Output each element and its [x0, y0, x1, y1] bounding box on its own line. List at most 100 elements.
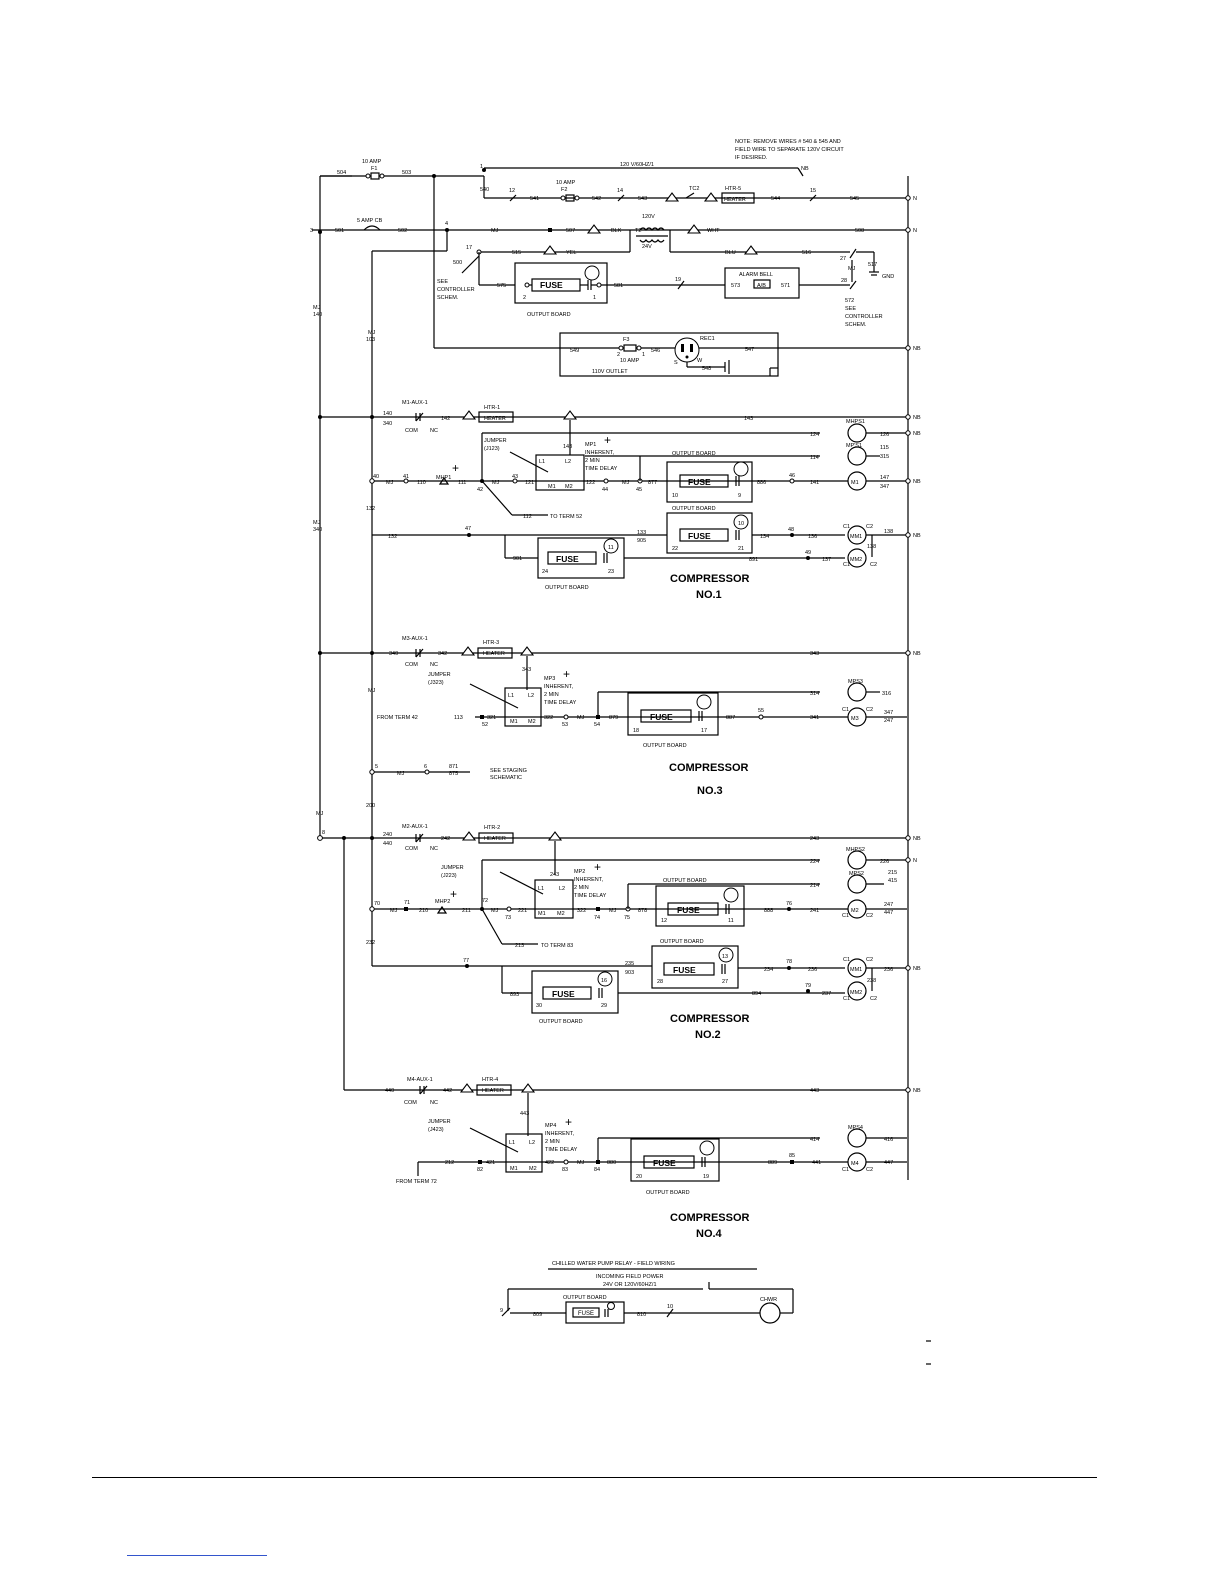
- output-board-label: OUTPUT BOARD: [563, 1295, 607, 1301]
- wire-label: 440: [383, 841, 392, 847]
- wire-label: 316: [882, 691, 891, 697]
- wire-label: 213: [515, 943, 524, 949]
- c2-label: C2: [866, 913, 873, 919]
- plus-sign: +: [450, 887, 457, 901]
- wire-label: 447: [884, 1160, 893, 1166]
- mhps1-label: MHPS1: [846, 419, 865, 425]
- mj-label: MJ: [397, 771, 405, 777]
- mp2-label: MP2: [574, 869, 585, 875]
- wire-label: 542: [592, 196, 601, 202]
- term-label: 23: [608, 569, 614, 575]
- output-board-label: OUTPUT BOARD: [527, 312, 571, 318]
- wire-label: 147: [880, 475, 889, 481]
- wire-label: 517: [868, 262, 877, 268]
- wire-label: 343: [810, 651, 819, 657]
- aux-contact-label: M4-AUX-1: [407, 1077, 433, 1083]
- output-board-c4: [630, 1138, 720, 1182]
- fuse-f2-rating: 10 AMP: [556, 180, 576, 186]
- see-controller-right: SCHEM.: [845, 322, 867, 328]
- mps4-label: MPS4: [848, 1125, 863, 1131]
- wire-label: 140: [383, 411, 392, 417]
- rail-label-mj3: MJ: [313, 520, 321, 526]
- yel-label: YEL: [566, 250, 576, 256]
- term-label: 2: [617, 352, 620, 358]
- outlet-box: [559, 332, 779, 377]
- wire-label: 235: [625, 961, 634, 967]
- wire-label: 447: [884, 910, 893, 916]
- wire-label: 573: [731, 283, 740, 289]
- rail-label-132: 132: [366, 506, 375, 512]
- l2-label: L2: [565, 459, 571, 465]
- two-min-label: 2 MIN: [545, 1139, 560, 1145]
- heater-label: HEATER: [484, 416, 506, 422]
- term-label: 72: [482, 898, 488, 904]
- tc2-label: TC2: [689, 186, 699, 192]
- mm1-coil-label: MM1: [850, 534, 862, 540]
- term-label: 83: [562, 1167, 568, 1173]
- wire-label: 124: [810, 432, 819, 438]
- fuse-label: FUSE: [673, 965, 696, 975]
- fuse-label: FUSE: [677, 905, 700, 915]
- wire-label: 443: [810, 1088, 819, 1094]
- wire-label: 416: [884, 1137, 893, 1143]
- jumper-id: (J423): [428, 1127, 444, 1133]
- fuse-label: FUSE: [653, 1158, 676, 1168]
- jumper-label: JUMPER: [484, 438, 507, 444]
- mj-label: MJ: [577, 715, 585, 721]
- wire-label: 236: [884, 967, 893, 973]
- fuse-f1-label: F1: [371, 166, 377, 172]
- fuse-f3-rating: 10 AMP: [620, 358, 640, 364]
- w-letter: W: [697, 358, 703, 364]
- m1-coil-label: M1: [851, 480, 859, 486]
- wire-label: 221: [518, 908, 527, 914]
- footer-link-underline[interactable]: [127, 1555, 267, 1556]
- rail-label-340: 340: [313, 527, 322, 533]
- two-min-label: 2 MIN: [544, 692, 559, 698]
- term-label: 10: [672, 493, 678, 499]
- chilled-water-pump-relay: CHILLED WATER PUMP RELAY - FIELD WIRING …: [500, 1261, 931, 1365]
- wire-label: 508: [855, 228, 864, 234]
- heater-htr1: [478, 411, 514, 423]
- term-label: 1: [593, 295, 596, 301]
- output-board-label: OUTPUT BOARD: [663, 878, 707, 884]
- wire-label: 211: [462, 908, 471, 914]
- c2-label: C2: [866, 524, 873, 530]
- term-label: 52: [482, 722, 488, 728]
- term-label: NB: [913, 479, 921, 485]
- wire-label: 214: [810, 883, 819, 889]
- term-label: 12: [509, 188, 515, 194]
- com-label: COM: [405, 428, 418, 434]
- wire-label: 137: [822, 557, 831, 563]
- c1-label: C1: [843, 996, 850, 1002]
- wire-label: 247: [884, 718, 893, 724]
- term-label: 73: [505, 915, 511, 921]
- aux-contact-label: M1-AUX-1: [402, 400, 428, 406]
- time-delay-label: TIME DELAY: [574, 893, 607, 899]
- term-label: 77: [463, 958, 469, 964]
- mm2-coil-label: MM2: [850, 557, 862, 563]
- jumper-label: JUMPER: [428, 672, 451, 678]
- l1-label: L1: [538, 886, 544, 892]
- wire-label: 241: [810, 908, 819, 914]
- wire-label: 342: [438, 651, 447, 657]
- term-label: 85: [789, 1153, 795, 1159]
- wire-label: 875: [449, 771, 458, 777]
- wire-label: 321: [487, 715, 496, 721]
- term-label: 24: [542, 569, 548, 575]
- wire-label: 115: [880, 445, 889, 451]
- wire-label: 572: [845, 298, 854, 304]
- term-label: 28: [841, 278, 847, 284]
- wire-label: 504: [337, 170, 346, 176]
- wire-label: 441: [812, 1160, 821, 1166]
- wire-label: 581: [614, 283, 623, 289]
- wire-label: 114: [810, 455, 819, 461]
- jumper-id: (J123): [484, 446, 500, 452]
- mj-label: MJ: [386, 480, 394, 486]
- jumper-id: (J223): [441, 873, 457, 879]
- wire-label: 571: [781, 283, 790, 289]
- term-label: N: [913, 228, 917, 234]
- nc-label: NC: [430, 662, 438, 668]
- compressor-3-section: 340 M3-AUX-1 COM NC 342 HTR-3 HEATER 343…: [320, 636, 921, 797]
- output-board-label: OUTPUT BOARD: [545, 585, 589, 591]
- term-label: 29: [601, 1003, 607, 1009]
